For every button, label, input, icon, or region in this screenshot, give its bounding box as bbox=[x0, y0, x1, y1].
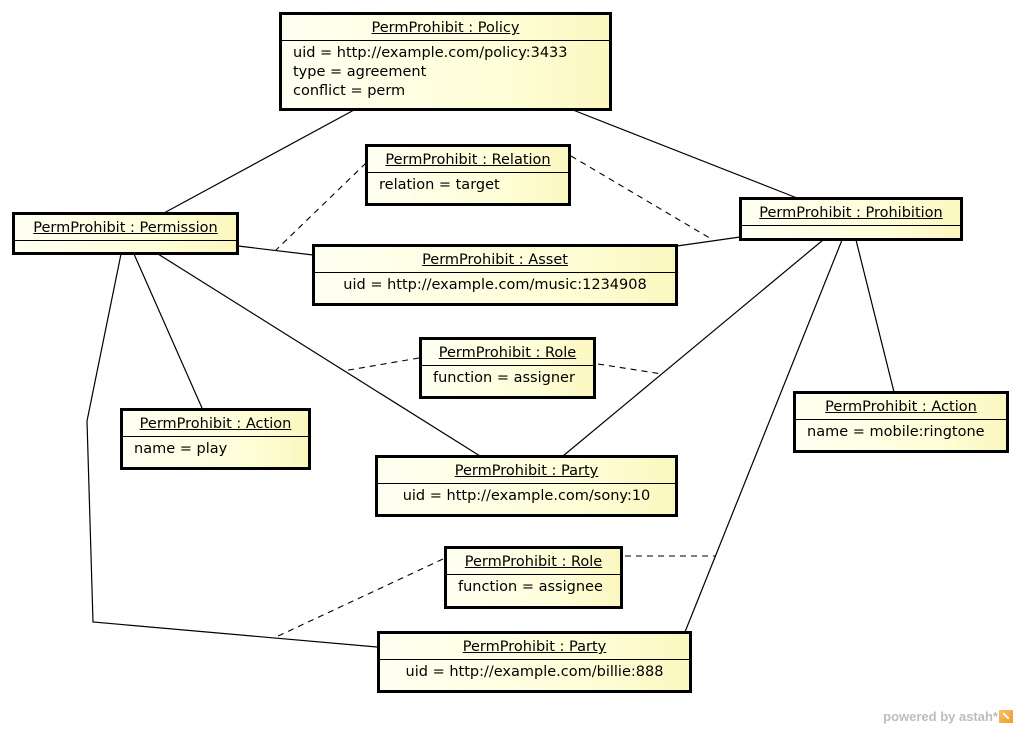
attribute: function = assignee bbox=[458, 579, 603, 595]
object-party-sony[interactable]: PermProhibit : Party uid = http://exampl… bbox=[375, 455, 678, 517]
dashed-relation-prohibition-link bbox=[570, 155, 714, 241]
object-title: PermProhibit : Prohibition bbox=[759, 205, 943, 221]
link-permission-action-play bbox=[133, 253, 203, 409]
object-header: PermProhibit : Party bbox=[380, 634, 689, 660]
link-permission-party-sony bbox=[157, 253, 481, 457]
link-prohibition-asset bbox=[676, 236, 741, 247]
attribute: uid = http://example.com/policy:3433 bbox=[293, 45, 568, 61]
link-permission-asset bbox=[237, 245, 314, 256]
astah-logo-icon bbox=[999, 710, 1013, 723]
object-attributes: function = assigner bbox=[422, 366, 593, 391]
object-attributes bbox=[15, 241, 236, 249]
object-attributes: uid = http://example.com/sony:10 bbox=[378, 484, 675, 509]
object-permission[interactable]: PermProhibit : Permission bbox=[12, 212, 239, 255]
attribute: relation = target bbox=[379, 177, 500, 193]
attribute: conflict = perm bbox=[293, 83, 406, 99]
dashed-role-assigner-prohibition-link bbox=[597, 363, 663, 375]
link-prohibition-party-sony bbox=[562, 239, 824, 457]
object-header: PermProhibit : Party bbox=[378, 458, 675, 484]
object-header: PermProhibit : Policy bbox=[282, 15, 609, 41]
object-title: PermProhibit : Party bbox=[454, 463, 599, 479]
attribute: type = agreement bbox=[293, 64, 427, 80]
object-prohibition[interactable]: PermProhibit : Prohibition bbox=[739, 197, 963, 241]
object-title: PermProhibit : Relation bbox=[385, 152, 551, 168]
object-attributes: function = assignee bbox=[447, 575, 620, 600]
object-header: PermProhibit : Role bbox=[447, 549, 620, 575]
object-title: PermProhibit : Policy bbox=[371, 20, 520, 36]
object-title: PermProhibit : Role bbox=[464, 554, 603, 570]
attribute: uid = http://example.com/sony:10 bbox=[402, 488, 651, 504]
object-asset[interactable]: PermProhibit : Asset uid = http://exampl… bbox=[312, 244, 678, 306]
attribute: function = assigner bbox=[433, 370, 575, 386]
dashed-relation-permission-link bbox=[275, 162, 367, 251]
attribute: uid = http://example.com/billie:888 bbox=[405, 664, 664, 680]
object-policy[interactable]: PermProhibit : Policy uid = http://examp… bbox=[279, 12, 612, 111]
attribute: uid = http://example.com/music:1234908 bbox=[343, 277, 647, 293]
object-role-assigner[interactable]: PermProhibit : Role function = assigner bbox=[419, 337, 596, 399]
object-action-ringtone[interactable]: PermProhibit : Action name = mobile:ring… bbox=[793, 391, 1009, 453]
object-header: PermProhibit : Prohibition bbox=[742, 200, 960, 226]
object-header: PermProhibit : Relation bbox=[368, 147, 568, 173]
object-attributes: relation = target bbox=[368, 173, 568, 198]
object-header: PermProhibit : Asset bbox=[315, 247, 675, 273]
link-policy-prohibition bbox=[572, 109, 798, 199]
watermark: powered by astah* bbox=[883, 709, 1013, 724]
object-attributes: name = mobile:ringtone bbox=[796, 420, 1006, 445]
object-relation[interactable]: PermProhibit : Relation relation = targe… bbox=[365, 144, 571, 206]
attribute: name = mobile:ringtone bbox=[807, 424, 985, 440]
object-attributes: uid = http://example.com/policy:3433 typ… bbox=[282, 41, 609, 104]
link-prohibition-party-billie bbox=[684, 239, 843, 633]
object-header: PermProhibit : Action bbox=[123, 411, 308, 437]
object-action-play[interactable]: PermProhibit : Action name = play bbox=[120, 408, 311, 470]
object-header: PermProhibit : Permission bbox=[15, 215, 236, 241]
object-title: PermProhibit : Role bbox=[438, 345, 577, 361]
object-header: PermProhibit : Action bbox=[796, 394, 1006, 420]
object-title: PermProhibit : Action bbox=[139, 416, 292, 432]
link-policy-permission bbox=[163, 109, 355, 214]
object-party-billie[interactable]: PermProhibit : Party uid = http://exampl… bbox=[377, 631, 692, 693]
object-title: PermProhibit : Party bbox=[462, 639, 607, 655]
object-attributes: name = play bbox=[123, 437, 308, 462]
object-attributes bbox=[742, 226, 960, 234]
dashed-role-assignee-permission-link bbox=[275, 558, 444, 638]
link-permission-party-billie bbox=[86, 253, 378, 648]
object-title: PermProhibit : Permission bbox=[33, 220, 218, 236]
link-prohibition-action-ringtone bbox=[855, 239, 895, 393]
object-title: PermProhibit : Asset bbox=[422, 252, 568, 268]
object-attributes: uid = http://example.com/music:1234908 bbox=[315, 273, 675, 298]
object-attributes: uid = http://example.com/billie:888 bbox=[380, 660, 689, 685]
dashed-role-assigner-permission-link bbox=[342, 357, 420, 372]
attribute: name = play bbox=[134, 441, 228, 457]
watermark-text: powered by astah* bbox=[883, 709, 998, 724]
object-title: PermProhibit : Action bbox=[825, 399, 977, 415]
object-header: PermProhibit : Role bbox=[422, 340, 593, 366]
object-role-assignee[interactable]: PermProhibit : Role function = assignee bbox=[444, 546, 623, 609]
